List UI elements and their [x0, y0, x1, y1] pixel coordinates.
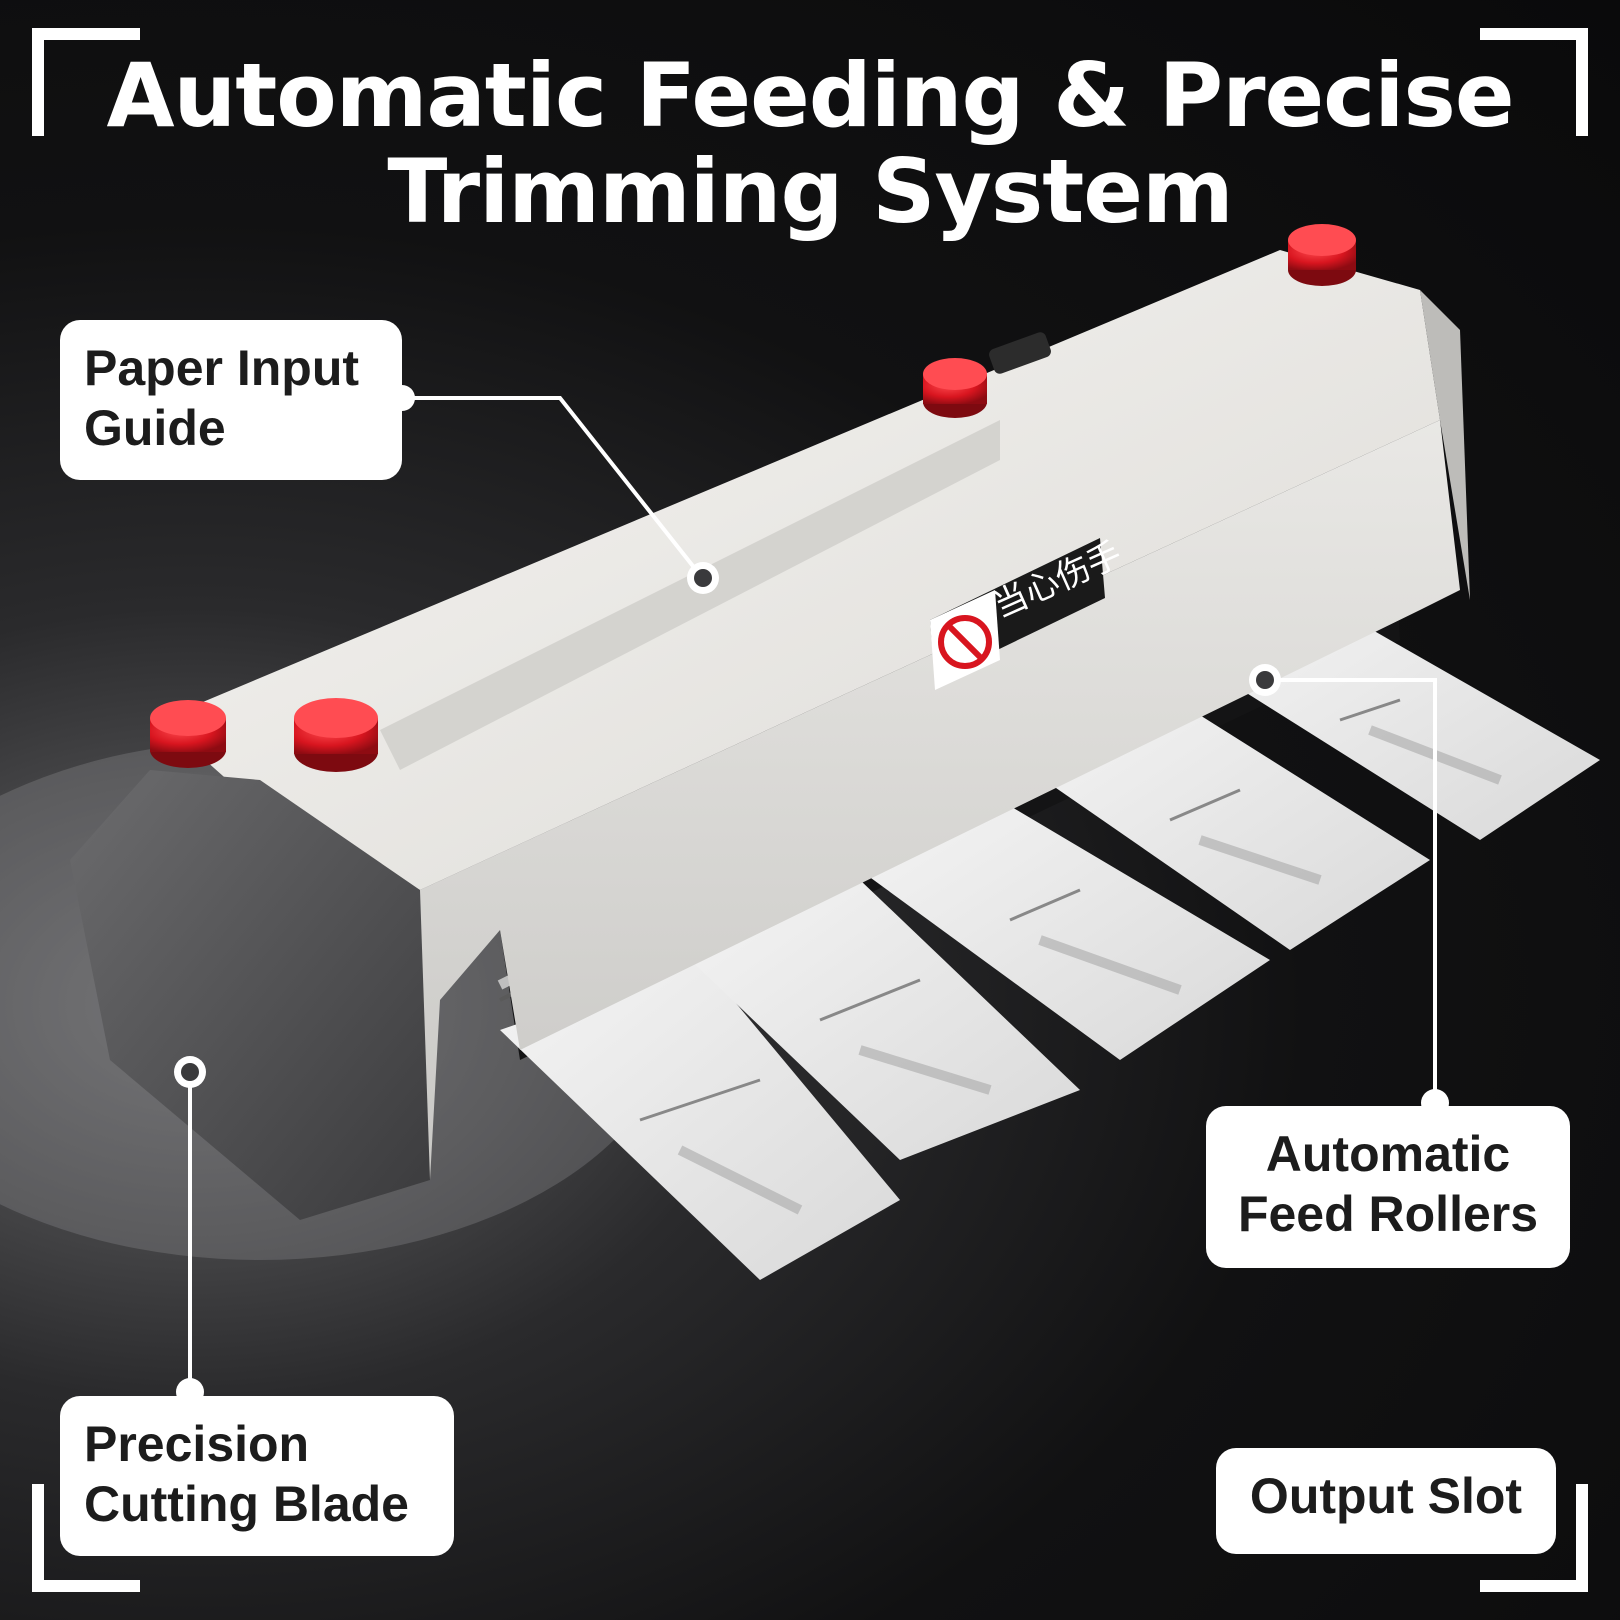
callout-text: Automatic [1265, 1126, 1511, 1182]
callout-paper-input-guide: Paper Input Guide [60, 320, 402, 480]
callout-text: Feed Rollers [1237, 1186, 1539, 1242]
callout-text: Cutting Blade [84, 1476, 409, 1532]
machine-front [390, 420, 1460, 1180]
callout-lines [188, 396, 1437, 1392]
trimmer-machine [70, 250, 1470, 1220]
prohibition-icon [938, 615, 992, 669]
callout-text: Guide [84, 400, 226, 456]
business-card [680, 880, 1080, 1160]
callout-text: Paper Input [84, 340, 360, 396]
knob [923, 358, 987, 418]
callout-precision-cutting-blade: Precision Cutting Blade [60, 1396, 454, 1556]
end-cap [70, 770, 430, 1220]
callout-text: Output Slot [1249, 1468, 1523, 1524]
callout-text: Precision [84, 1416, 310, 1472]
knob [150, 700, 226, 768]
machine-top [160, 250, 1440, 890]
frame-corner-bottom-left [32, 1484, 140, 1592]
business-card [1030, 690, 1430, 950]
business-card [860, 800, 1270, 1060]
callout-output-slot: Output Slot [1216, 1448, 1556, 1554]
knob [1288, 224, 1356, 286]
callout-automatic-feed-rollers: Automatic Feed Rollers [1206, 1106, 1570, 1268]
headline-line-1: Automatic Feeding & Precise [106, 44, 1514, 147]
frame-corner-top-left [32, 28, 140, 136]
frame-corner-bottom-right [1480, 1484, 1588, 1592]
headline: Automatic Feeding & Precise Trimming Sys… [0, 48, 1620, 240]
business-card [500, 960, 900, 1280]
warning-sticker [930, 538, 1105, 690]
headline-line-2: Trimming System [387, 140, 1233, 243]
knob [294, 698, 378, 772]
frame-corner-top-right [1480, 28, 1588, 136]
